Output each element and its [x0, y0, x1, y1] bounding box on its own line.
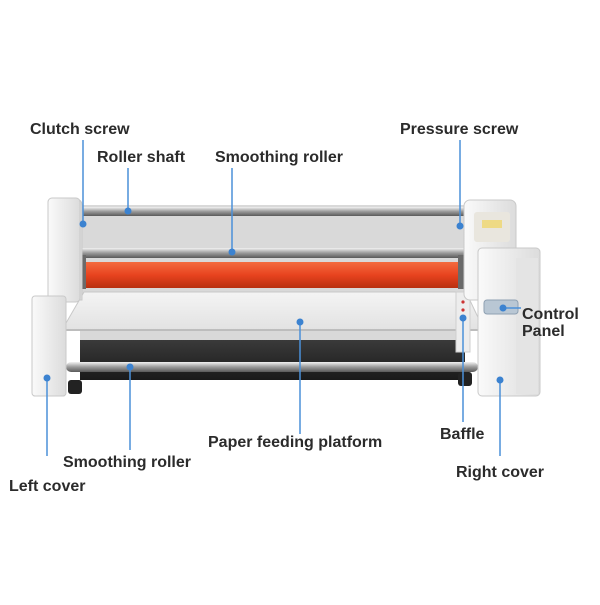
lower-opening: [80, 340, 465, 380]
foot-left: [68, 380, 82, 394]
label-left-cover: Left cover: [9, 478, 86, 495]
label-right-cover: Right cover: [456, 464, 545, 481]
paper-feeding-platform: [61, 291, 485, 331]
label-smoothing-roller-bottom: Smoothing roller: [63, 454, 191, 471]
control-panel-dot: [499, 304, 507, 312]
foot-right: [458, 372, 472, 386]
baffle-dot: [459, 314, 467, 322]
roller-shaft-dot: [124, 207, 132, 215]
label-control-panel-line2: Panel: [522, 323, 565, 340]
roller-shaft: [78, 207, 468, 216]
label-smoothing-roller-top: Smoothing roller: [215, 149, 343, 166]
label-roller-shaft: Roller shaft: [97, 149, 186, 166]
label-baffle: Baffle: [440, 426, 485, 443]
smoothing-roller-bottom-dot: [126, 363, 134, 371]
marker-dots: [43, 207, 507, 384]
right-cover-dot: [496, 376, 504, 384]
smoothing-roller-lower: [66, 362, 478, 372]
smoothing-roller-top-dot: [228, 248, 236, 256]
clutch-screw-dot: [79, 220, 87, 228]
smoothing-roller-upper: [78, 248, 468, 258]
label-paper-feeding-platform: Paper feeding platform: [208, 434, 383, 451]
label-pressure-screw: Pressure screw: [400, 121, 519, 138]
pressure-screw-dot: [456, 222, 464, 230]
platform-dot: [296, 318, 304, 326]
heat-roller: [82, 262, 464, 288]
label-clutch-screw: Clutch screw: [30, 121, 130, 138]
label-control-panel-line1: Control: [522, 306, 579, 323]
left-cover-dot: [43, 374, 51, 382]
